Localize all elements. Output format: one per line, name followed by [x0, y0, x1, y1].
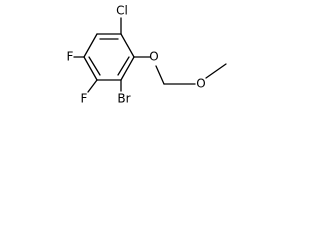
ring-double-bond-3 — [88, 56, 101, 76]
ring-bond-6 — [83, 33, 98, 58]
bond-o1-ch2 — [155, 65, 165, 85]
atom-cl: Cl — [116, 4, 128, 18]
atom-o1: O — [149, 50, 158, 64]
molecule-drawing: Cl O O Br F F — [67, 4, 227, 106]
structure-diagram: Cl O O Br F F — [67, 4, 227, 106]
ring-double-bond-2 — [117, 56, 130, 76]
atom-f2: F — [81, 92, 88, 106]
ring-bond-3 — [120, 56, 135, 81]
ring-bond-5 — [83, 56, 98, 81]
atom-f1: F — [67, 50, 74, 64]
bond-o2-ch3 — [205, 63, 227, 79]
atom-o2: O — [196, 77, 205, 91]
bond-c-f2 — [87, 79, 98, 93]
ring-bond-2 — [120, 33, 135, 58]
atom-br: Br — [117, 92, 130, 106]
